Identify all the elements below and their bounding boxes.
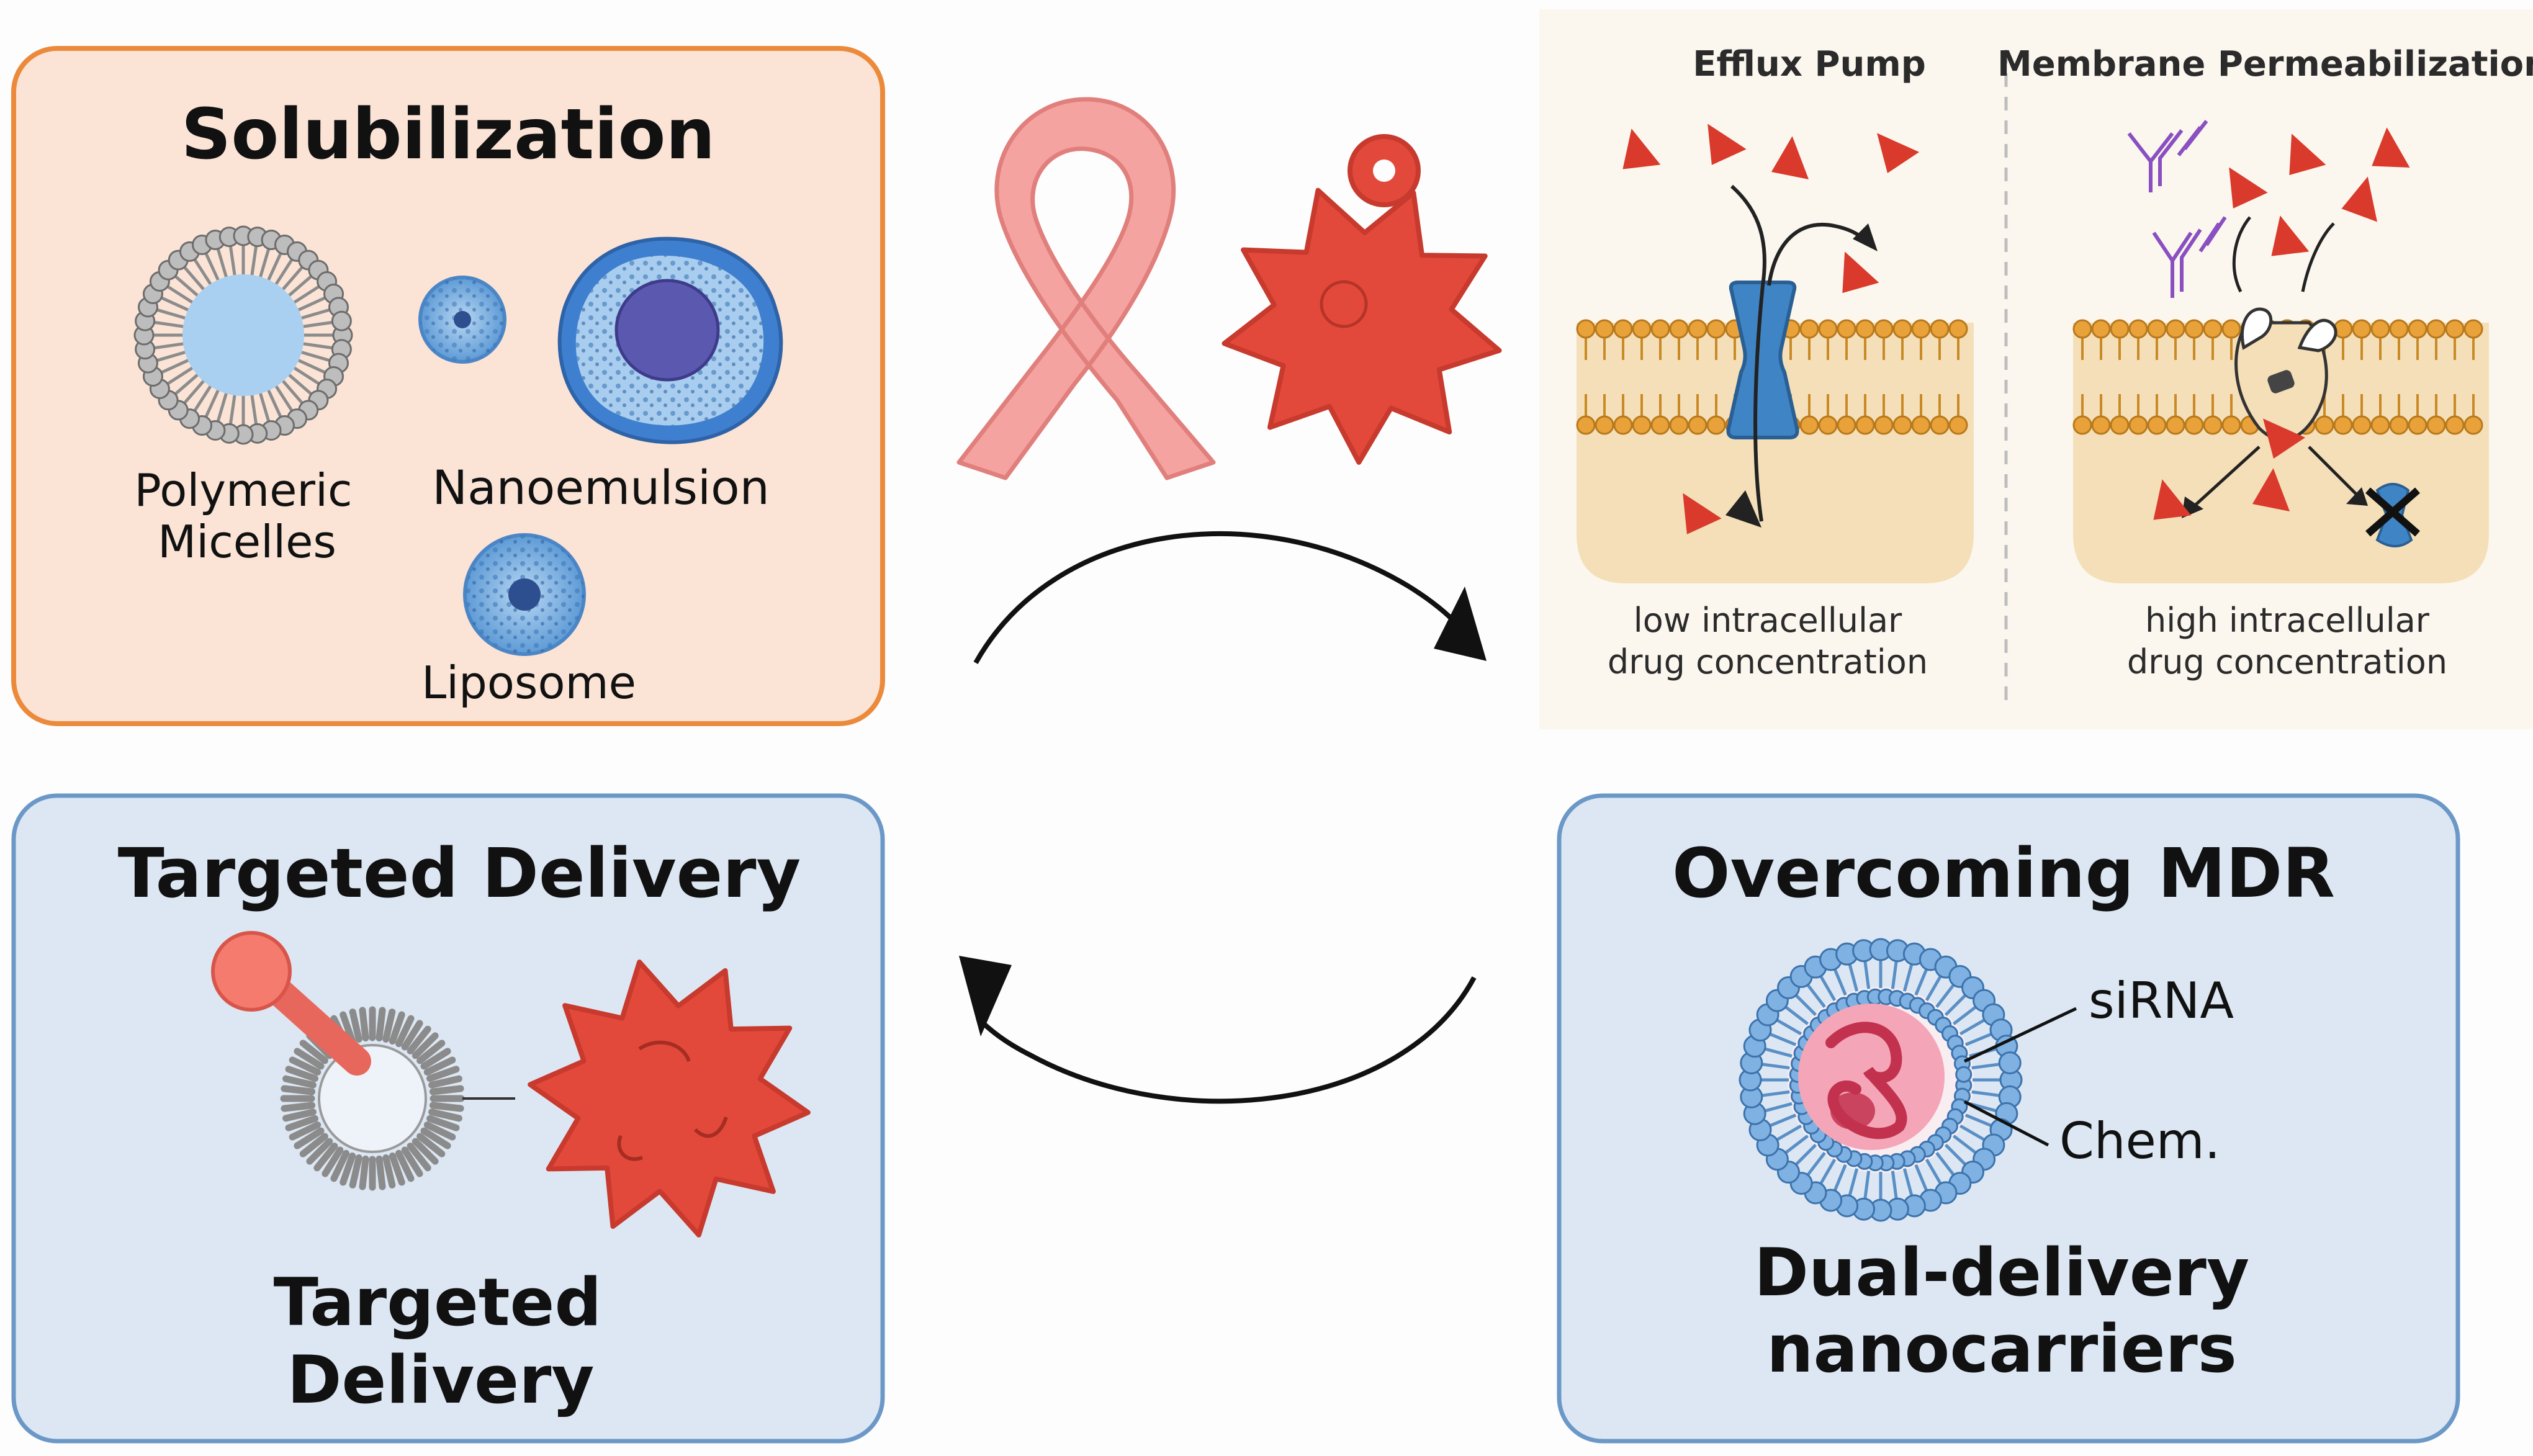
targeted-delivery-panel: Targeted Delivery Targeted Delivery (11, 793, 885, 1444)
cycle-arrow-top (973, 531, 1487, 664)
nanoemulsion-icon (557, 236, 783, 444)
polymeric-micelle-icon (133, 225, 353, 445)
targeted-delivery-caption-line2: Delivery (287, 1342, 595, 1418)
targeted-delivery-title: Targeted Delivery (118, 834, 801, 913)
drug-molecules (1622, 124, 2410, 534)
nanoemulsion-label: Nanoemulsion (432, 460, 770, 515)
chem-pointer (1963, 1100, 2049, 1147)
sirna-pointer (1963, 1007, 2077, 1063)
liposome-label: Liposome (421, 657, 636, 709)
antibody-icon (2127, 120, 2227, 298)
polymeric-micelles-label-line1: Polymeric (134, 464, 352, 516)
efflux-caption-line1: low intracellular (1634, 601, 1902, 640)
permeabilization-cell-compartment (2072, 120, 2489, 583)
efflux-pump-title: Efflux Pump (1693, 44, 1926, 84)
efflux-caption-line2: drug concentration (1608, 642, 1928, 681)
polymeric-micelles-label-line2: Micelles (158, 516, 336, 568)
targeting-ligand-icon (211, 931, 371, 1076)
liposome-icon (463, 533, 586, 656)
targeted-liposome-icon (280, 1006, 465, 1191)
sirna-label: siRNA (2089, 972, 2234, 1030)
chem-label: Chem. (2059, 1112, 2220, 1170)
target-cancer-cell-icon (528, 959, 811, 1238)
efflux-pump-icon (1726, 281, 1799, 439)
blocked-pump-icon (2365, 483, 2420, 547)
solubilization-panel-box (11, 46, 885, 726)
cancer-ribbon-icon (956, 97, 1216, 480)
sirna-payload-icon (1798, 1004, 1945, 1150)
permeabilization-caption-line1: high intracellular (2145, 601, 2430, 640)
efflux-cell-compartment (1576, 184, 1974, 583)
permeabilization-caption-line2: drug concentration (2127, 642, 2447, 681)
membrane-permeabilization-title: Membrane Permeabilization (1997, 44, 2533, 84)
mechanisms-inset: Efflux Pump Membrane Permeabilization (1539, 9, 2533, 729)
dual-delivery-caption-line1: Dual-delivery (1754, 1234, 2249, 1311)
cancer-cell-icon (1222, 134, 1502, 465)
solubilization-panel: Solubilization Polymeric Micelles Nanoem… (11, 46, 885, 726)
solubilization-title: Solubilization (181, 94, 715, 175)
overcoming-mdr-panel: Overcoming MDR siRNA Chem. Dual-delivery… (1557, 793, 2460, 1444)
small-droplet-icon (418, 276, 506, 364)
dual-delivery-caption-line2: nanocarriers (1766, 1311, 2237, 1387)
cycle-arrow-bottom (959, 956, 1477, 1104)
overcoming-mdr-title: Overcoming MDR (1672, 834, 2335, 913)
targeted-delivery-caption-line1: Targeted (274, 1264, 602, 1341)
